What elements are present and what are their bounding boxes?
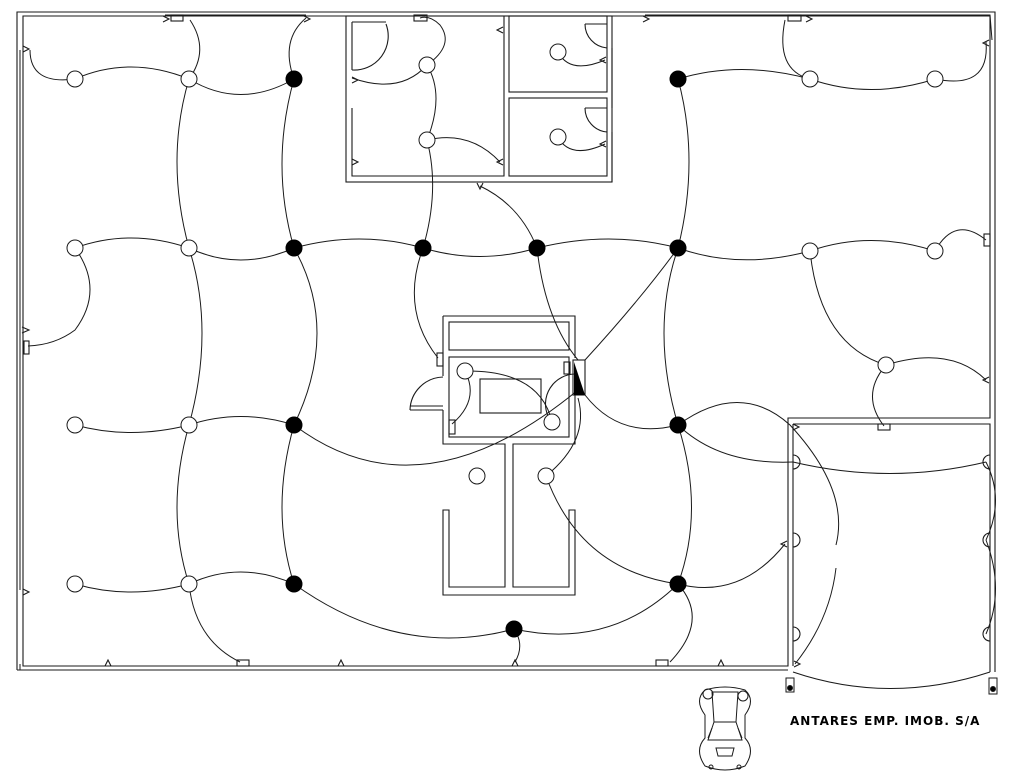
distribution-panel-icon <box>574 362 585 395</box>
company-label: ANTARES EMP. IMOB. S/A <box>790 714 981 728</box>
door-swings <box>351 23 608 417</box>
top-rooms <box>345 15 613 183</box>
outer-walls <box>16 11 996 672</box>
light-fixtures-off <box>66 43 944 593</box>
wiring <box>19 14 996 689</box>
light-fixtures-on <box>285 70 687 638</box>
outlet-symbols <box>23 14 991 667</box>
meter-boxes <box>785 677 998 695</box>
wall-fixtures <box>792 454 991 642</box>
central-core <box>409 315 586 596</box>
car-icon <box>699 686 751 771</box>
switch-symbols <box>21 15 990 668</box>
